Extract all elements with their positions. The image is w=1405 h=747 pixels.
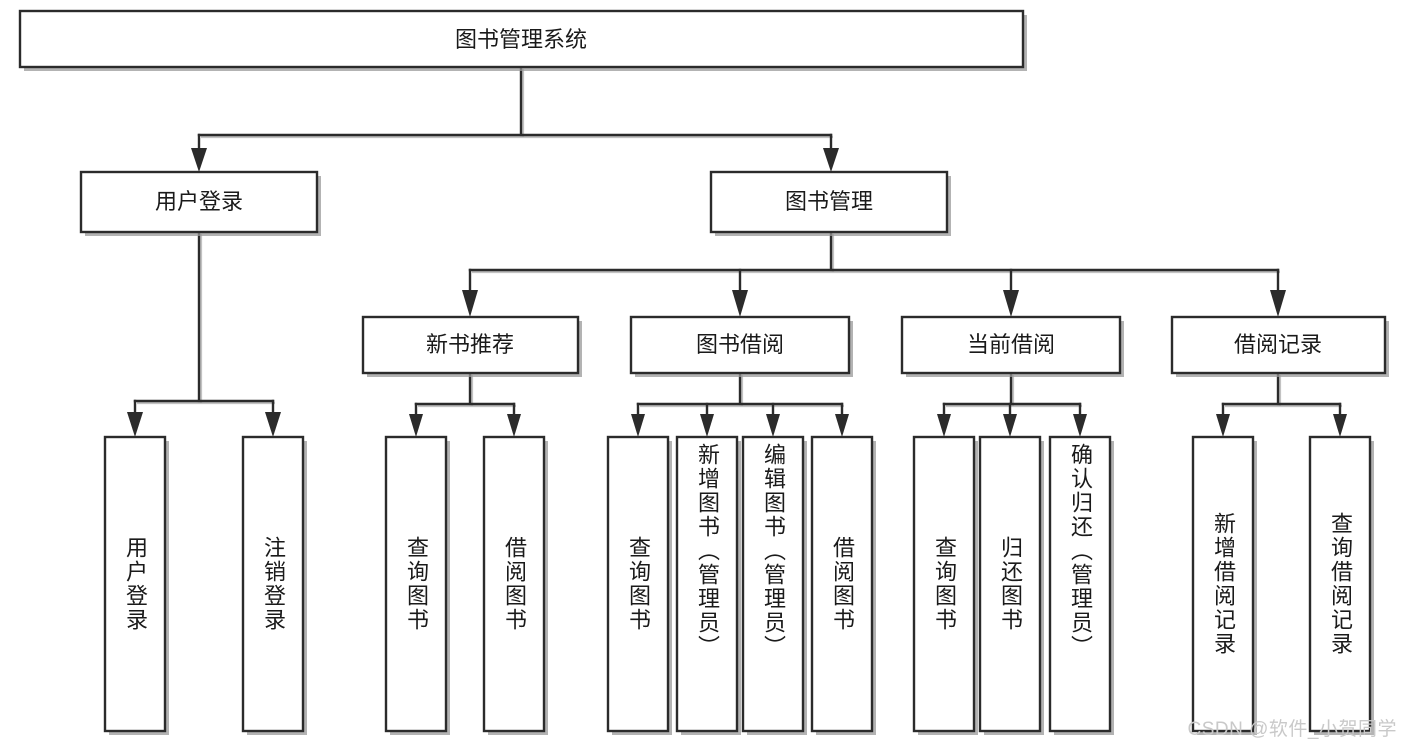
- leaf-box-layer: [103, 435, 1374, 735]
- leaf-node-query-borrow-record[interactable]: [1308, 435, 1374, 735]
- node-current-borrow-label: 当前借阅: [967, 332, 1055, 357]
- node-user-login[interactable]: 用户登录: [79, 170, 321, 236]
- leaf-node-borrow-book-new[interactable]: [482, 435, 548, 735]
- node-book-management-label: 图书管理: [785, 189, 873, 214]
- node-root[interactable]: 图书管理系统: [18, 9, 1027, 71]
- edge-bookborrow-to-leaves: [631, 371, 849, 437]
- node-new-book-recommend-label: 新书推荐: [426, 332, 514, 357]
- connector-layer: [127, 65, 1347, 437]
- edge-root-to-level2: [191, 65, 839, 172]
- node-new-book-recommend[interactable]: 新书推荐: [361, 315, 582, 377]
- edge-bookmgmt-to-level3: [462, 230, 1286, 317]
- leaf-node-edit-book-admin[interactable]: [741, 435, 807, 735]
- node-book-management[interactable]: 图书管理: [709, 170, 951, 236]
- edge-newbook-to-leaves: [409, 371, 521, 437]
- csdn-watermark: CSDN @软件_小贺同学: [1187, 719, 1397, 740]
- node-borrow-record[interactable]: 借阅记录: [1170, 315, 1389, 377]
- leaf-node-add-book-admin[interactable]: [675, 435, 741, 735]
- leaf-node-borrow-book[interactable]: [810, 435, 876, 735]
- leaf-node-confirm-return-admin[interactable]: [1048, 435, 1114, 735]
- node-user-login-label: 用户登录: [155, 189, 243, 214]
- leaf-node-query-book-current[interactable]: [912, 435, 978, 735]
- leaf-node-query-book-borrow[interactable]: [606, 435, 672, 735]
- node-root-label: 图书管理系统: [455, 27, 587, 52]
- node-book-borrow[interactable]: 图书借阅: [629, 315, 853, 377]
- leaf-node-add-borrow-record[interactable]: [1191, 435, 1257, 735]
- edge-currentborrow-to-leaves: [937, 371, 1087, 437]
- leaf-node-user-logout[interactable]: [241, 435, 307, 735]
- leaf-node-query-book-new[interactable]: [384, 435, 450, 735]
- leaf-node-return-book[interactable]: [978, 435, 1044, 735]
- node-current-borrow[interactable]: 当前借阅: [900, 315, 1124, 377]
- edge-userlogin-to-leaves: [127, 230, 281, 437]
- node-borrow-record-label: 借阅记录: [1234, 332, 1322, 357]
- node-book-borrow-label: 图书借阅: [696, 332, 784, 357]
- edge-borrowrecord-to-leaves: [1216, 371, 1347, 437]
- leaf-node-user-login[interactable]: [103, 435, 169, 735]
